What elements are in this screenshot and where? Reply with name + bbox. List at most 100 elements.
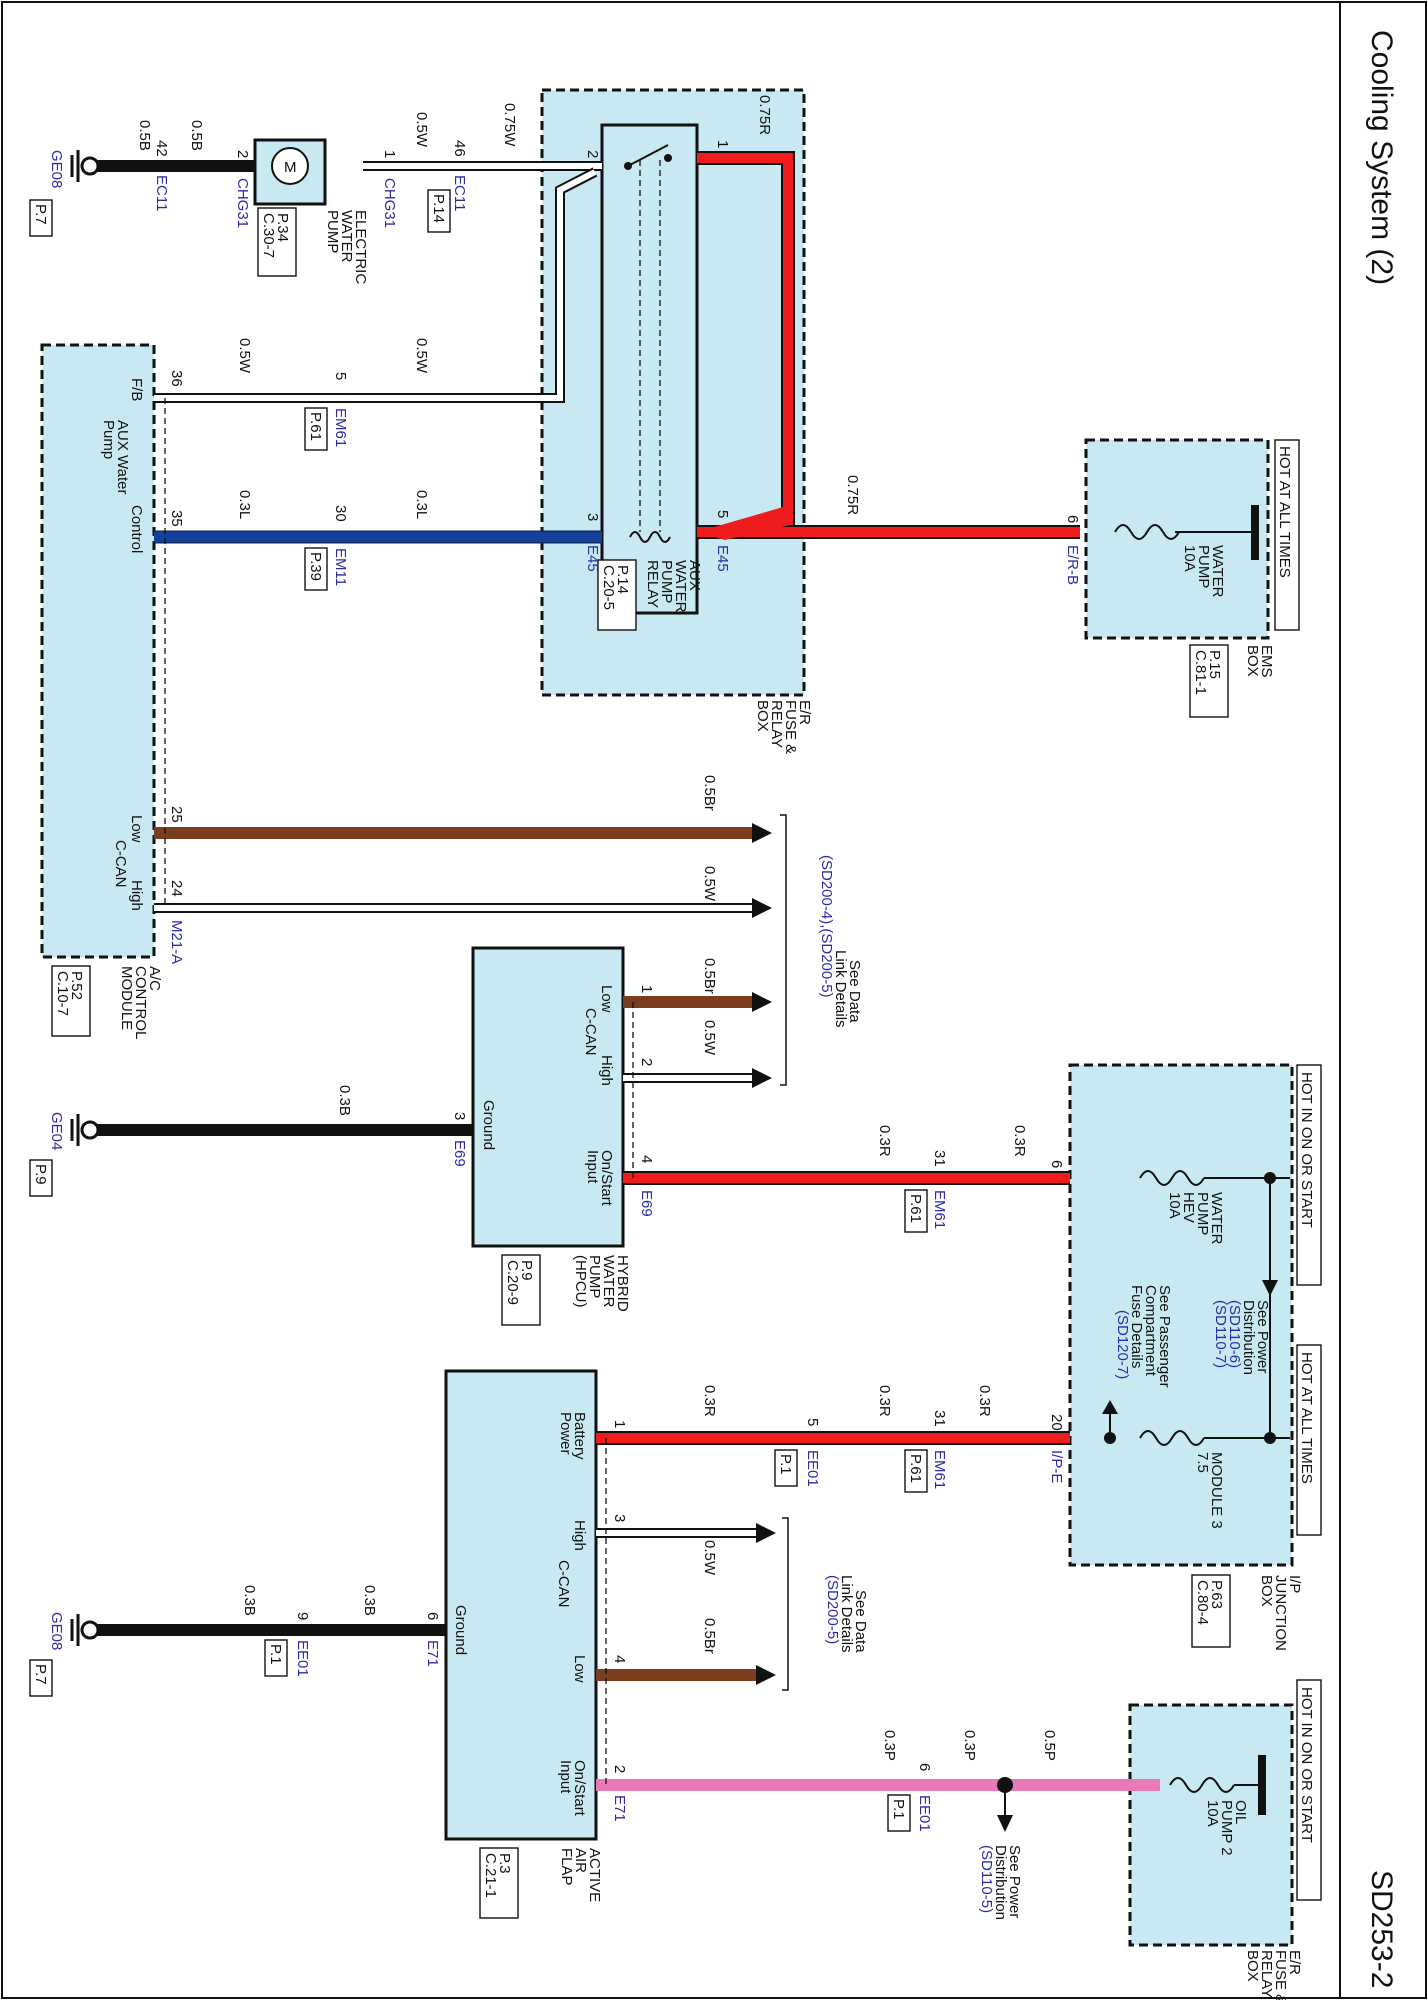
ip-pin20: 20 (1048, 1414, 1065, 1431)
ee01-c-pin: 6 (916, 1763, 933, 1771)
ewp-ref-l2: C.30-7 (260, 213, 277, 258)
ems-fuse-l2: PUMP (1195, 545, 1212, 588)
ems-pin: 6 (1064, 515, 1081, 523)
ground-ge08-top-ref-frame (29, 199, 53, 237)
ewp-l2: WATER (338, 210, 355, 263)
wire-label-05w-2: 0.5W (701, 866, 718, 902)
ac-ccan: C-CAN (112, 840, 129, 888)
er-box-l3: RELAY (768, 700, 785, 748)
relay-conn-b: E45 (584, 545, 601, 572)
arrow-ac-low (752, 823, 772, 843)
hpcu-conn-a: E69 (638, 1190, 655, 1217)
wire-label-03r-5: 0.3R (976, 1385, 993, 1417)
note-data-link-2-l1: See Data (852, 1590, 869, 1653)
wire-label-05w-5: 0.5W (701, 1540, 718, 1576)
note-power-dist-1-l2: Distribution (1240, 1300, 1257, 1375)
ewp-pin2: 2 (234, 150, 251, 158)
ac-control: Control (128, 505, 145, 553)
note-power-dist-2-l2: Distribution (992, 1845, 1009, 1920)
ac-ref-l1: P.52 (68, 971, 85, 1000)
note-pass-fuse-l1: See Passenger (1156, 1285, 1173, 1388)
em61-a-pin: 5 (332, 372, 349, 380)
aaf-pin2: 2 (611, 1765, 628, 1773)
wire-label-05w-4: 0.5W (701, 1020, 718, 1056)
wire-label-05w-a: 0.5W (413, 112, 430, 148)
wire-label-03b-2: 0.3B (361, 1585, 378, 1616)
aux-relay-box (600, 123, 699, 615)
em61-a-ref: P.61 (307, 412, 324, 441)
ems-box (1084, 438, 1270, 640)
ec11-ref: P.14 (430, 194, 447, 223)
ip-fuse1-l1: WATER (1208, 1192, 1225, 1245)
aaf-conn-b: E71 (424, 1640, 441, 1667)
ground-ge08-top-ref: P.7 (32, 204, 49, 225)
page-code: SD253-2 (1365, 1870, 1398, 1988)
fuse-module3-icon (1139, 1430, 1205, 1446)
motor-icon (271, 147, 309, 185)
ac-pin24: 24 (168, 880, 185, 897)
wire-label-03r-2: 0.3R (1011, 1125, 1028, 1157)
aaf-conn-a: E71 (611, 1795, 628, 1822)
banner-hot-on-start-bottom: HOT IN ON OR START (1298, 1687, 1315, 1843)
aaf-low: Low (571, 1655, 588, 1683)
ems-name-l1: EMS (1258, 645, 1275, 678)
wire-label-05br-1: 0.5Br (701, 775, 718, 811)
fuse-hev-icon (1139, 1170, 1205, 1186)
ip-ref-l2: C.80-4 (1194, 1580, 1211, 1625)
brace-data-link-2 (782, 1517, 789, 1691)
ewp-pin1: 1 (381, 150, 398, 158)
ground-ge08-bottom-ref: P.7 (32, 1664, 49, 1685)
wire-label-03b-hp: 0.3B (336, 1085, 353, 1116)
aaf-onstart-l1: On/Start (571, 1760, 588, 1817)
aaf-onstart-l2: Input (557, 1760, 574, 1794)
wire-label-05br-6: 0.5Br (701, 1618, 718, 1654)
hpcu-l4: (HPCU) (572, 1255, 589, 1308)
arrow-aaf-low (756, 1665, 776, 1685)
ground-ge08-top-label: GE08 (48, 150, 65, 188)
ground-ge04-icon (70, 1114, 100, 1146)
ip-ref-frame (1191, 1574, 1231, 1648)
aaf-l1: ACTIVE (586, 1848, 603, 1902)
ee01-c-ref: P.1 (890, 1799, 907, 1820)
em61-b-label: EM61 (931, 1190, 948, 1229)
hpcu-conn-b: E69 (451, 1140, 468, 1167)
relay-ref-frame (597, 559, 637, 631)
wire-label-03l-a: 0.3L (413, 490, 430, 519)
note-data-link-1-l3: (SD200-4),(SD200-5) (818, 855, 835, 998)
wire-05w-fb (154, 169, 597, 401)
note-power-dist-1-l3: (SD110-6) (1226, 1300, 1243, 1368)
er2-l1: E/R (1286, 1950, 1303, 1975)
ec11-pin42: 42 (153, 140, 170, 157)
ip-pin6: 6 (1048, 1160, 1065, 1168)
wire-label-05p: 0.5P (1041, 1730, 1058, 1761)
arrow-ac-high (752, 898, 772, 918)
ac-aux-l2: Pump (100, 420, 117, 459)
ewp-conn-b: CHG31 (234, 178, 251, 228)
banner-hot-all-times-top-frame (1274, 439, 1300, 631)
wire-label-075r-b: 0.75R (844, 475, 861, 515)
ee01-c-label: EE01 (916, 1795, 933, 1832)
wire-label-03p-2: 0.3P (961, 1730, 978, 1761)
relay-ref-l1: P.14 (614, 565, 631, 594)
hpcu-ref-l2: C.20-9 (504, 1260, 521, 1305)
ewp-conn-a: CHG31 (381, 178, 398, 228)
em61-a-ref-frame (304, 407, 328, 451)
wire-label-05w-fb2: 0.5W (236, 338, 253, 374)
fuse-ems-icon (1114, 524, 1180, 540)
banner-hot-all-times-mid-frame (1296, 1344, 1322, 1536)
hpcu-pin2: 2 (638, 1058, 655, 1066)
relay-l2: WATER (672, 560, 689, 613)
ewp-ref-l1: P.34 (274, 213, 291, 242)
banner-hot-all-times-mid: HOT AT ALL TIMES (1298, 1352, 1315, 1484)
note-data-link-2-l2: Link Details (838, 1575, 855, 1653)
relay-pin1: 1 (714, 140, 731, 148)
banner-hot-on-start-bottom-frame (1296, 1679, 1322, 1901)
em61-b-pin: 31 (931, 1150, 948, 1167)
aaf-ref-l2: C.21-1 (482, 1853, 499, 1898)
aaf-l3: FLAP (558, 1848, 575, 1886)
ip-l1: I/P (1286, 1575, 1303, 1593)
note-power-dist-1-l4: (SD110-7) (1212, 1300, 1229, 1368)
note-pass-fuse-l2: Compartment (1142, 1285, 1159, 1377)
em61-c-label: EM61 (931, 1450, 948, 1489)
